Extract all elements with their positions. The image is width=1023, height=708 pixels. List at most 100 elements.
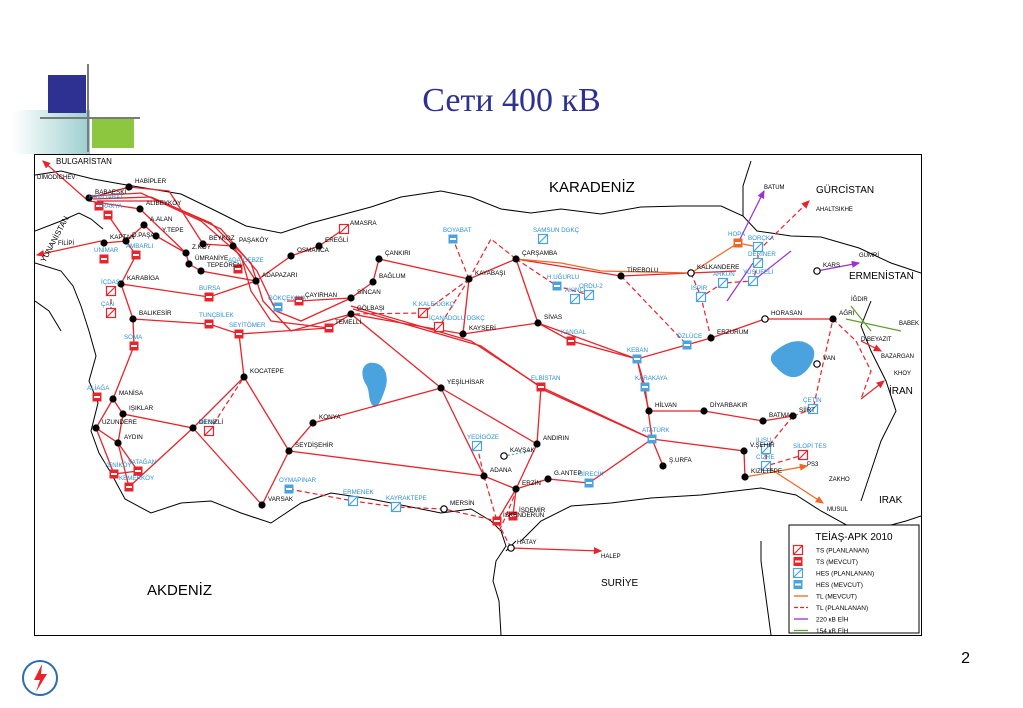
plant-aksa-icon [203,425,215,437]
country-label-i-ran: İRAN [889,384,913,397]
substation-ar-amba-icon [512,255,520,263]
page-number: 2 [961,650,970,667]
plant-h-u-urlu-icon [552,281,562,291]
plant-label-keban: KEBAN [627,347,648,354]
plant-label-arkun: ARKUN [713,271,735,278]
legend-ts-existing-icon [793,557,803,566]
substation-label-babaeski: BABAESKİ [95,187,126,196]
plant-label-elbi-stan: ELBİSTAN [531,375,560,382]
external-label-i-dir: İĞDIR [851,296,868,303]
substation-kayseri-icon [459,330,467,338]
substation-urfa-icon [659,462,667,470]
substation-i-iklar-icon [119,410,127,418]
substation-uzundere-icon [92,424,100,432]
plant-label-h-u-urlu: H.UĞURLU [547,274,579,281]
substation-v-ehi-r-icon [740,447,748,455]
substation-andirin-icon [533,440,541,448]
substation-label-pa-ak-y: PAŞAKÖY [239,236,269,244]
substation-label-aydin: AYDIN [124,434,143,441]
plant-label-g-k-ekaya: GÖKÇEKAYA [268,295,307,302]
plant-label-uni-mar: UNİMAR [94,247,119,254]
van-lake [770,341,815,378]
substation-label-deni-zli: DENİZLİ [199,417,223,426]
substation-habi-pler-icon [125,183,133,191]
external-label-batum: BATUM [764,185,785,191]
external-label-gumri: GUMRİ [859,252,879,259]
substation-label-erzurum: ERZURUM [717,329,748,336]
substation-label-d-pa-a: D.PAŞA [132,232,155,239]
plant-label-k-kale-dgk: K.KALE DGKÇ [413,301,455,308]
plant-yeni-k-y-icon [109,469,119,479]
plant-label-kayraktepe: KAYRAKTEPE [386,495,427,502]
plant-boyabat-icon [448,234,458,244]
substation-kayaba-i-icon [465,275,473,283]
substation-label-di-yarbakir: DİYARBAKIR [710,400,748,409]
substation-label-tepe-ren: TEPEÖREN [207,261,242,269]
plant-an-icon [105,307,117,319]
plant-label-si-lopi-tes: SİLOPİ TES [793,443,827,450]
substation-label-z-k-y: Z.KÖY [192,243,212,251]
substation-label-i-skenderun: İSKENDERUN [503,510,545,519]
substation-g-antep-icon [544,475,552,483]
hes-link [503,450,532,457]
plant-label-i-spi-r: İSPİR [691,285,708,292]
legend-title: TEİAŞ-APK 2010 [815,530,893,543]
substation-label-osmanca: OSMANCA [297,247,330,254]
substation-label-adapazari: ADAPAZARI [262,272,297,279]
plant-hami-tabat-icon [94,201,104,211]
substation-hi-lvan-icon [645,407,653,415]
plant-uni-mar-icon [99,254,109,264]
plant-trakya-icon [103,210,113,220]
substation-label-si-ncan: SİNCAN [357,287,381,296]
plant-label-ordu-2: ORDU-2 [579,283,603,290]
external-label-zakho: ZAKHO [829,477,850,483]
company-logo [22,660,58,696]
plant-i-spi-r-icon [695,291,707,303]
substation-label-hatay: HATAY [517,539,537,546]
substation-i-sdemi-r-icon [508,511,518,521]
substation-label-ti-rebolu: TİREBOLU [627,265,659,274]
substation-label-kars: KARS [823,262,840,269]
substation-amasra-icon [338,223,350,235]
substation-pa-ak-y-icon [229,242,237,250]
substation-ti-rebolu-icon [617,272,625,280]
plant-eti-n-icon [807,403,819,415]
substation-label-kalkandere: KALKANDERE [697,264,739,271]
substation-label-beykoz: BEYKOZ [209,235,235,242]
substation-kaptan-icon [100,239,108,247]
substation-kars-icon [813,267,821,275]
substation-label-mani-sa: MANİSA [119,388,144,397]
plant-samsun-dgk-icon [537,233,549,245]
grid-map: TEİAŞ-APK 2010 TS (PLANLANAN)TS (MEVCUT)… [34,154,922,636]
substation-di-yarbakir-icon [700,407,708,415]
legend-item-ts-planned: TS (PLANLANAN) [816,548,869,555]
plant-ci-zre-icon [760,460,772,472]
substation-ali-beyk-y-icon [136,205,144,213]
substation-label-mrani-ye: ÜMRANİYE [195,253,228,262]
substation-label-varsak: VARSAK [268,496,294,503]
substation-label-a-alan: A.ALAN [150,216,173,223]
plant-label-eti-n: ÇETİN [803,397,822,404]
plant-label-zl-ce: ÖZLÜCE [677,333,702,340]
substation-si-ncan-icon [347,294,355,302]
external-label-babek: BABEK [899,321,919,327]
plant-label-ambarli: AMBARLI [126,243,153,250]
international-arrows [35,160,902,555]
decorative-vertical-line [87,64,89,152]
substation-label-ba-lum: BAĞLUM [379,271,406,280]
substation-label-y-tepe: Y.TEPE [162,227,184,234]
substation-babaeski-icon [85,194,93,202]
legend-item-tl-planned: TL (PLANLANAN) [816,605,868,612]
substation-y-tepe-icon [152,232,160,240]
plant-label-akinci: AKINCI [565,287,586,294]
substation-batman-icon [759,417,767,425]
legend-item-hes-existing: HES (MEVCUT) [816,582,863,589]
plant-ilisu-icon [760,443,772,455]
substation-label-horasan: HORASAN [771,310,803,317]
plant-label-ermenek: ERMENEK [343,489,374,496]
substation-a-ri-icon [829,315,837,323]
substation-ye-i-lhi-sar-icon [437,384,445,392]
plant-ordu-2-icon [583,289,595,301]
substation-label-erzi-n: ERZİN [522,478,541,487]
plant-si-lopi-tes-icon [797,449,809,461]
